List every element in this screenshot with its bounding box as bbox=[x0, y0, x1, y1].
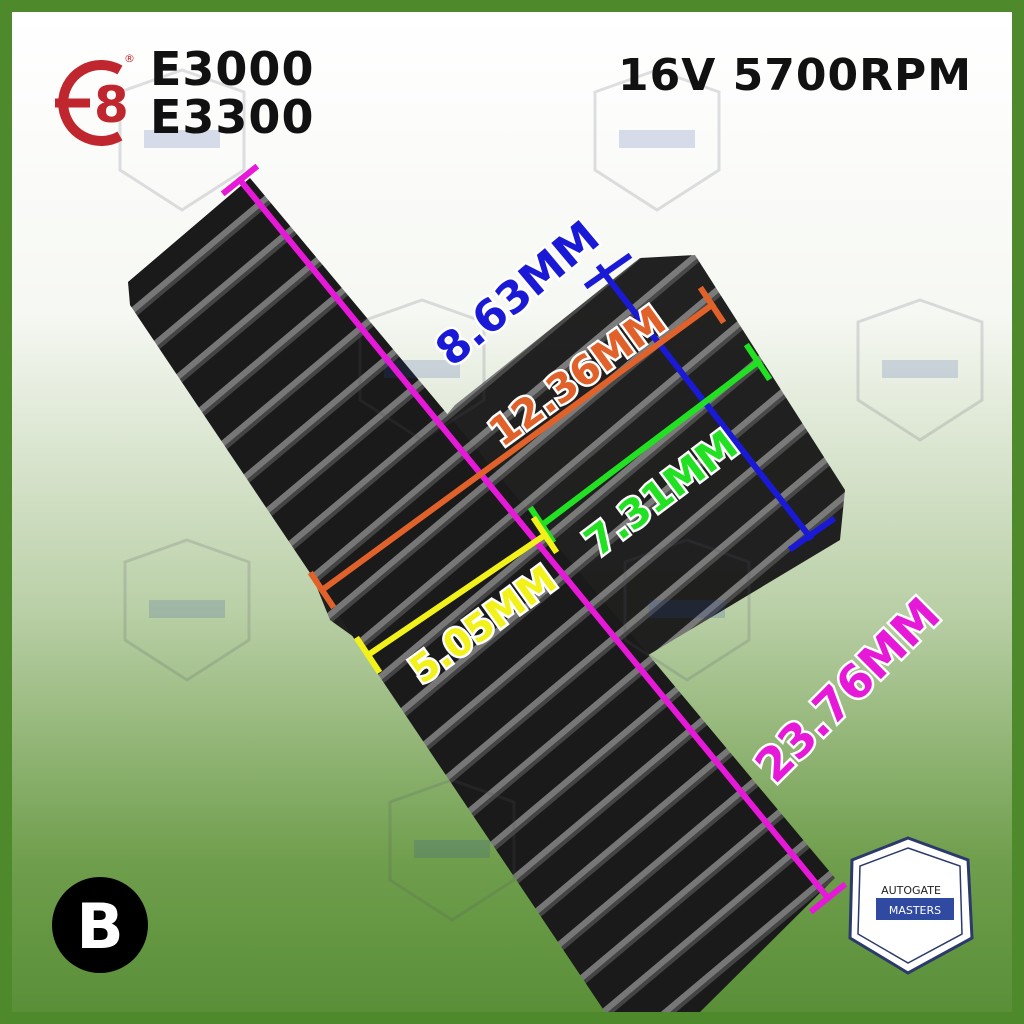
measure-line-shaft bbox=[353, 515, 560, 675]
svg-text:AUTOGATE: AUTOGATE bbox=[881, 884, 941, 897]
measure-line-large-width bbox=[307, 285, 727, 610]
svg-text:®: ® bbox=[124, 52, 135, 65]
watermark-shield bbox=[118, 68, 246, 212]
watermark-shield bbox=[856, 298, 984, 442]
small-gear bbox=[312, 255, 845, 720]
watermark-shield bbox=[623, 538, 751, 682]
watermark-shield bbox=[593, 68, 721, 212]
svg-text:MASTERS: MASTERS bbox=[889, 904, 941, 917]
watermark-shield bbox=[123, 538, 251, 682]
autogate-masters-badge: AUTOGATE MASTERS bbox=[848, 836, 974, 975]
model-e3000: E3000 bbox=[150, 42, 315, 96]
e8-logo: 8 ® bbox=[55, 52, 135, 146]
svg-text:8: 8 bbox=[94, 76, 129, 134]
measure-line-small-width bbox=[527, 342, 773, 545]
model-e3300: E3300 bbox=[150, 90, 315, 144]
watermark-shields bbox=[118, 68, 984, 922]
watermark-shield bbox=[388, 778, 516, 922]
variant-badge: B bbox=[52, 877, 148, 973]
motor-spec: 16V 5700RPM bbox=[618, 50, 972, 101]
svg-text:B: B bbox=[76, 890, 123, 963]
measure-label-length: 23.76MM bbox=[745, 587, 951, 793]
